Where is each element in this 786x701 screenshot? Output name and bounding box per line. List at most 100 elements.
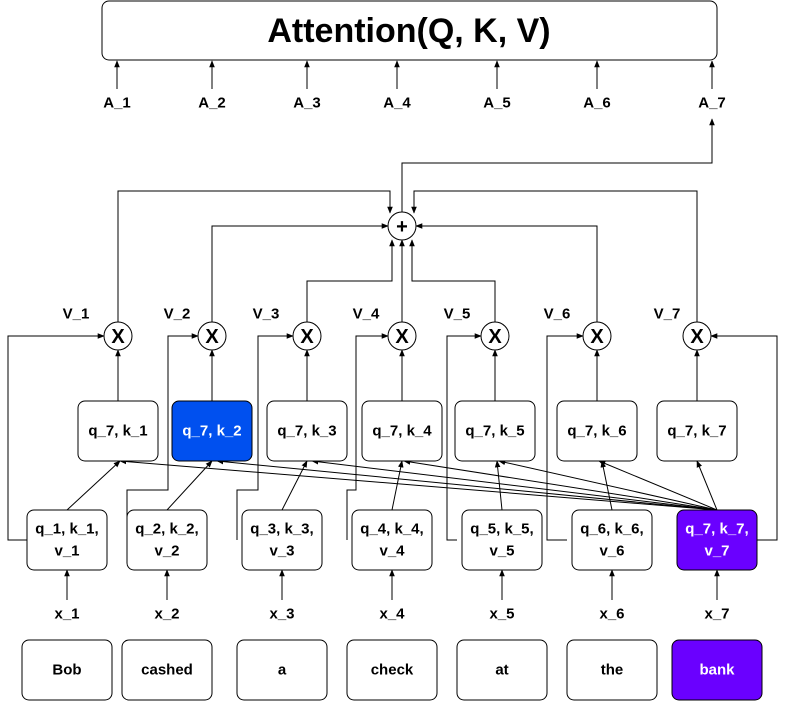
input-label-1: x_1 bbox=[54, 606, 79, 623]
multiply-symbol-3: X bbox=[300, 326, 314, 348]
input-label-5: x_5 bbox=[489, 606, 514, 623]
key-arrow-4 bbox=[391, 460, 404, 511]
attention-title-box bbox=[101, 0, 718, 61]
connection-arrows bbox=[7, 60, 778, 600]
token-label-6: the bbox=[601, 662, 624, 679]
sum-to-output-arrow bbox=[401, 118, 715, 212]
qkv-box-line2-5: v_5 bbox=[489, 543, 514, 560]
multiply-symbol-1: X bbox=[111, 326, 125, 348]
token-label-2: cashed bbox=[141, 662, 193, 679]
multiply-symbol-7: X bbox=[690, 326, 704, 348]
qkv-box-7 bbox=[676, 509, 758, 571]
multiply-symbol-6: X bbox=[590, 326, 604, 348]
query-arrow-4 bbox=[403, 459, 718, 511]
qkv-box-line2-7: v_7 bbox=[704, 543, 729, 560]
score-box-4 bbox=[361, 400, 443, 462]
score-box-label-6: q_7, k_6 bbox=[567, 423, 626, 440]
value-label-1: V_1 bbox=[63, 306, 90, 323]
mul-to-sum-arrow-3 bbox=[306, 239, 395, 322]
token-label-3: a bbox=[278, 662, 287, 679]
qkv-box-line2-2: v_2 bbox=[154, 543, 179, 560]
qkv-box-2 bbox=[126, 509, 208, 571]
input-label-4: x_4 bbox=[379, 606, 405, 623]
qkv-box-line2-1: v_1 bbox=[54, 543, 79, 560]
score-box-5 bbox=[454, 400, 536, 462]
score-box-label-3: q_7, k_3 bbox=[277, 423, 336, 440]
score-box-label-7: q_7, k_7 bbox=[667, 423, 726, 440]
value-label-6: V_6 bbox=[544, 306, 571, 323]
mul-to-sum-arrow-7 bbox=[411, 190, 698, 322]
mul-to-sum-arrow-6 bbox=[415, 223, 598, 322]
token-box-4 bbox=[346, 639, 438, 701]
token-box-7 bbox=[671, 639, 763, 701]
value-label-5: V_5 bbox=[444, 306, 471, 323]
input-label-7: x_7 bbox=[704, 606, 729, 623]
multiply-node-2 bbox=[197, 321, 227, 351]
score-box-7 bbox=[656, 400, 738, 462]
multiply-node-5 bbox=[480, 321, 510, 351]
token-label-7: bank bbox=[699, 662, 735, 679]
score-box-label-4: q_7, k_4 bbox=[372, 423, 432, 440]
score-box-1 bbox=[77, 400, 159, 462]
value-label-2: V_2 bbox=[164, 306, 191, 323]
multiply-symbol-5: X bbox=[488, 326, 502, 348]
multiply-symbol-2: X bbox=[205, 326, 219, 348]
qkv-box-line1-3: q_3, k_3, bbox=[250, 521, 313, 538]
output-label-4: A_4 bbox=[383, 95, 411, 112]
query-arrow-6 bbox=[598, 460, 718, 511]
token-box-3 bbox=[236, 639, 328, 701]
token-box-6 bbox=[566, 639, 658, 701]
mul-to-sum-arrow-1 bbox=[117, 190, 393, 322]
multiply-node-7 bbox=[682, 321, 712, 351]
key-arrow-7 bbox=[696, 460, 718, 511]
query-arrow-5 bbox=[498, 459, 718, 511]
value-label-3: V_3 bbox=[253, 306, 280, 323]
score-box-label-1: q_7, k_1 bbox=[88, 423, 147, 440]
value-route-arrow-6 bbox=[546, 333, 584, 541]
key-arrow-5 bbox=[494, 460, 503, 511]
value-label-7: V_7 bbox=[654, 306, 681, 323]
output-label-3: A_3 bbox=[293, 95, 321, 112]
key-arrow-2 bbox=[166, 460, 213, 511]
token-label-4: check bbox=[371, 662, 414, 679]
mul-to-sum-arrow-2 bbox=[211, 223, 389, 322]
input-label-3: x_3 bbox=[269, 606, 294, 623]
mul-to-sum-arrow-5 bbox=[409, 239, 496, 322]
qkv-box-line1-5: q_5, k_5, bbox=[470, 521, 533, 538]
score-box-3 bbox=[266, 400, 348, 462]
multiply-symbol-4: X bbox=[395, 326, 409, 348]
token-box-2 bbox=[121, 639, 213, 701]
multiply-node-6 bbox=[582, 321, 612, 351]
value-route-arrow-5 bbox=[446, 333, 482, 541]
qkv-box-line2-4: v_4 bbox=[379, 543, 405, 560]
key-arrow-1 bbox=[66, 460, 121, 511]
qkv-box-line1-6: q_6, k_6, bbox=[580, 521, 643, 538]
multiply-node-4 bbox=[387, 321, 417, 351]
output-label-1: A_1 bbox=[103, 95, 131, 112]
value-route-arrow-1 bbox=[7, 333, 105, 541]
value-route-arrow-2 bbox=[126, 333, 199, 540]
qkv-box-line1-1: q_1, k_1, bbox=[35, 521, 98, 538]
qkv-box-line1-2: q_2, k_2, bbox=[135, 521, 198, 538]
input-label-2: x_2 bbox=[154, 606, 179, 623]
token-label-1: Bob bbox=[52, 662, 81, 679]
score-box-2 bbox=[171, 400, 253, 462]
sum-symbol: + bbox=[396, 216, 408, 238]
value-label-4: V_4 bbox=[353, 306, 380, 323]
multiply-node-3 bbox=[292, 321, 322, 351]
output-label-2: A_2 bbox=[198, 95, 226, 112]
score-box-label-2: q_7, k_2 bbox=[182, 423, 241, 440]
query-arrow-2 bbox=[216, 458, 718, 511]
value-route-arrow-7 bbox=[710, 333, 778, 541]
qkv-box-1 bbox=[26, 509, 108, 571]
output-label-7: A_7 bbox=[698, 95, 726, 112]
sum-node bbox=[387, 211, 417, 241]
value-route-arrow-3 bbox=[236, 333, 294, 540]
token-box-1 bbox=[21, 639, 113, 701]
score-box-6 bbox=[556, 400, 638, 462]
query-arrow-3 bbox=[311, 458, 718, 511]
token-label-5: at bbox=[495, 662, 508, 679]
qkv-box-line1-7: q_7, k_7, bbox=[685, 521, 748, 538]
